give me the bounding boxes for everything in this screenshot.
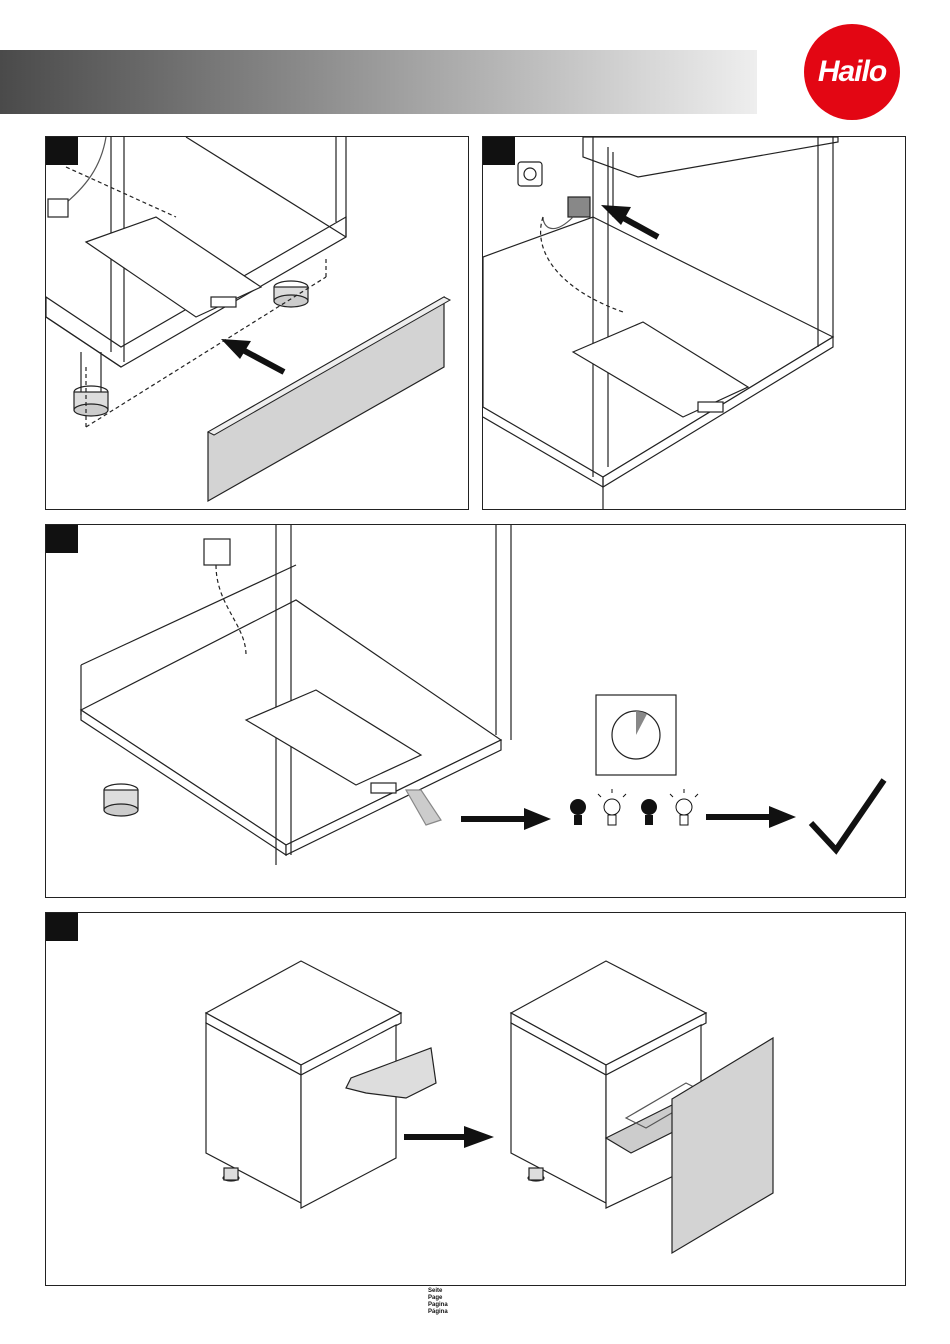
logo-text: Hailo: [818, 55, 886, 89]
illustration-signal-test: [46, 525, 906, 898]
arrow-icon: [706, 806, 796, 828]
hailo-logo: Hailo: [804, 24, 900, 120]
page-label: Page: [428, 1295, 448, 1302]
step-number-1: [46, 137, 78, 165]
page-label: Pagina: [428, 1302, 448, 1309]
bulb-off-icon: [598, 789, 626, 825]
arrow-icon: [404, 1126, 494, 1148]
page-label: Seite: [428, 1288, 448, 1295]
step-panel-4: [45, 912, 906, 1286]
step-panel-3: [45, 524, 906, 898]
step-number-4: [46, 913, 78, 941]
illustration-foot-open: [46, 913, 906, 1286]
checkmark-icon: [811, 780, 884, 850]
page-label: Página: [428, 1309, 448, 1316]
arrow-icon: [461, 808, 551, 830]
header-gradient-bar: [0, 50, 757, 114]
step-panel-1: [45, 136, 469, 510]
page-label-stack: Seite Page Pagina Página: [428, 1288, 448, 1316]
clock-icon: [596, 695, 676, 775]
plinth-board: [208, 297, 444, 501]
plug-icon: [568, 197, 590, 217]
step-panel-2: [482, 136, 906, 510]
bulb-on-icon: [570, 799, 586, 825]
step-number-2: [483, 137, 515, 165]
illustration-cabinet-plinth: [46, 137, 469, 510]
bulb-on-icon: [641, 799, 657, 825]
arrow-icon: [221, 339, 284, 372]
bulb-off-icon: [670, 789, 698, 825]
illustration-power-plug: [483, 137, 906, 510]
step-number-3: [46, 525, 78, 553]
